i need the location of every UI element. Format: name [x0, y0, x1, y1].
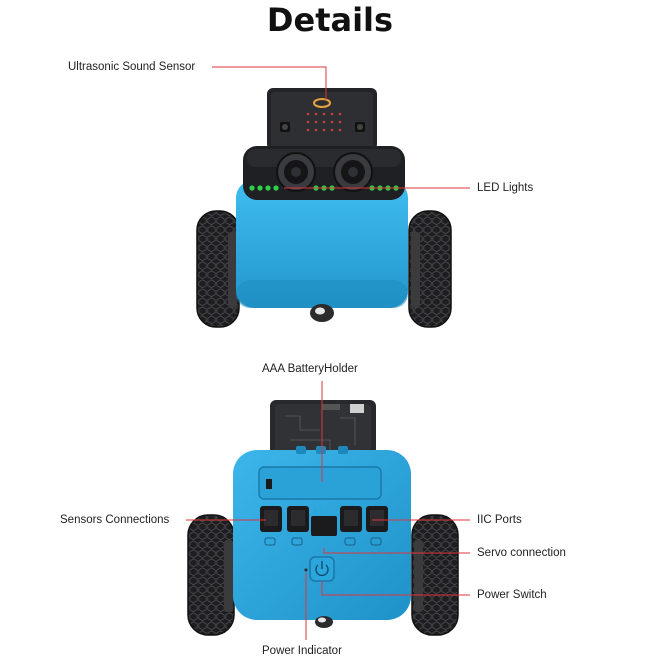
wheel-icon — [411, 514, 459, 636]
power-button-icon — [309, 556, 335, 582]
wheel-icon — [408, 210, 452, 328]
back-view — [186, 381, 470, 640]
page-title: Details — [266, 1, 394, 39]
label-ultrasonic-sensor: Ultrasonic Sound Sensor — [68, 61, 196, 73]
front-view — [196, 66, 470, 328]
label-iic-ports: IIC Ports — [477, 514, 522, 526]
label-led-lights: LED Lights — [477, 182, 534, 194]
label-servo-connection: Servo connection — [477, 547, 566, 559]
port-row — [260, 506, 388, 546]
label-sensors-connections: Sensors Connections — [60, 514, 170, 526]
microbit-board-icon — [267, 88, 377, 150]
label-power-indicator: Power Indicator — [262, 645, 342, 657]
ultrasonic-sensor-icon — [243, 146, 405, 200]
label-battery-holder: AAA BatteryHolder — [262, 363, 358, 375]
wheel-icon — [196, 210, 240, 328]
wheel-icon — [187, 514, 235, 636]
label-power-switch: Power Switch — [477, 589, 547, 601]
